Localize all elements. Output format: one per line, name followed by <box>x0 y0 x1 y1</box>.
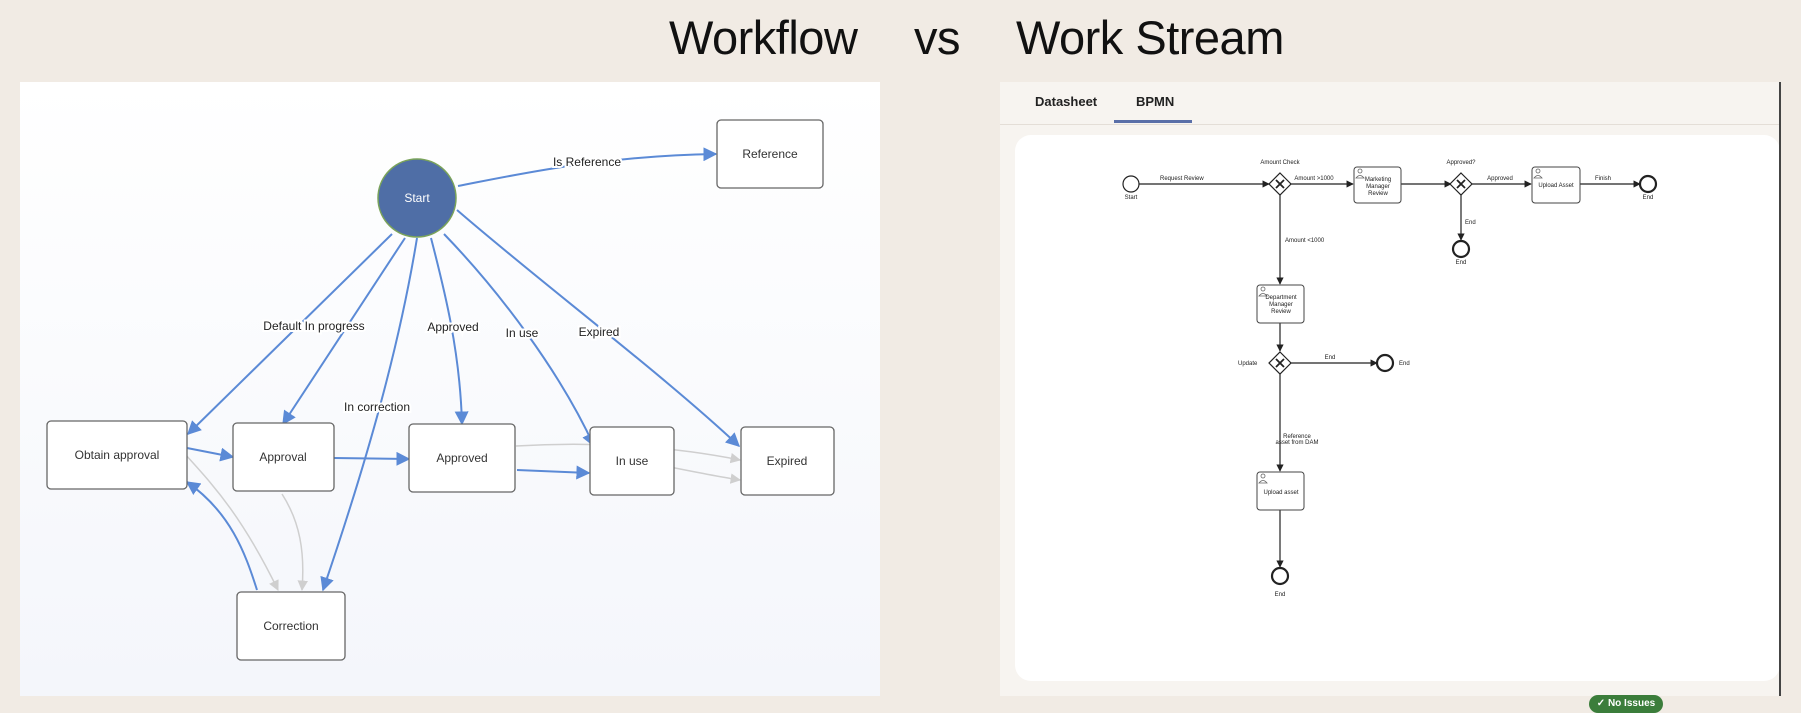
gateway-update-x-icon <box>1275 358 1285 368</box>
tab-datasheet[interactable]: Datasheet <box>1035 94 1098 109</box>
task-marketing-review[interactable] <box>1353 166 1402 204</box>
edge-start-to-reference <box>457 147 718 187</box>
label-default-in-progress: Default In progress <box>263 319 364 333</box>
node-correction[interactable] <box>236 591 346 661</box>
node-approved[interactable] <box>408 423 516 493</box>
title-workflow: Workflow <box>669 11 858 64</box>
title-vs: vs <box>914 11 961 64</box>
label-amount-lt-1000: Amount <1000 <box>1285 238 1325 244</box>
bpmn-end-event-update[interactable] <box>1375 353 1395 373</box>
start-node[interactable] <box>377 158 457 238</box>
node-expired[interactable] <box>740 426 835 496</box>
status-badge-label: No Issues <box>1607 698 1656 709</box>
label-end-flow: End <box>1465 220 1476 226</box>
label-approved-question: Approved? <box>1446 160 1476 166</box>
workflow-panel: Is Reference Default In progress Approve… <box>20 82 880 696</box>
bpmn-end-event-final[interactable] <box>1270 566 1290 586</box>
edge-approved-to-inuse <box>516 465 591 480</box>
bpmn-start-event[interactable] <box>1122 175 1140 193</box>
node-correction-label: Correction <box>263 619 318 633</box>
node-expired-label: Expired <box>767 454 808 468</box>
bpmn-end-event-rejected[interactable] <box>1451 239 1471 259</box>
node-approval-label: Approval <box>259 450 306 464</box>
label-request-review: Request Review <box>1160 176 1204 182</box>
label-update: Update <box>1238 361 1258 367</box>
label-amount-check: Amount Check <box>1260 160 1300 166</box>
label-reference-line-1: Reference <box>1283 434 1311 440</box>
department-review-line-1: Department <box>1265 295 1297 301</box>
edge-obtain-to-approval <box>186 447 235 462</box>
user-task-icon <box>1355 168 1365 179</box>
marketing-review-line-3: Review <box>1368 191 1388 197</box>
workflow-diagram: Is Reference Default In progress Approve… <box>46 119 835 661</box>
node-approved-label: Approved <box>436 451 487 465</box>
department-review-line-2: Manager <box>1269 302 1293 308</box>
node-obtain-approval[interactable] <box>46 420 188 490</box>
label-in-correction: In correction <box>344 400 410 414</box>
upload-asset-top-label: Upload Asset <box>1538 183 1574 189</box>
label-end-flow-update: End <box>1325 355 1336 361</box>
edge-correction-to-obtain <box>185 481 258 591</box>
check-icon: ✓ <box>1596 698 1606 709</box>
edge-approval-to-approved <box>333 451 411 466</box>
bpmn-canvas: Marketing Manager Review Upload Asset De… <box>1015 135 1780 713</box>
edge-start-to-expired <box>456 209 741 447</box>
status-badge[interactable]: ✓ No Issues <box>1589 695 1663 713</box>
gateway-approved-x-icon <box>1456 179 1466 189</box>
label-start-event: Start <box>1125 195 1138 201</box>
marketing-review-line-2: Manager <box>1366 184 1390 190</box>
department-review-line-3: Review <box>1271 309 1291 315</box>
title-work-stream: Work Stream <box>1016 11 1284 64</box>
panel-divider <box>1779 82 1781 696</box>
edge-start-to-approval <box>282 237 406 426</box>
start-label: Start <box>404 191 430 205</box>
edge-start-to-obtain <box>187 233 393 435</box>
node-approval[interactable] <box>232 422 335 492</box>
edge-start-to-correction <box>320 237 418 592</box>
workstream-panel: Datasheet BPMN <box>1000 82 1780 713</box>
edge-start-to-approved <box>430 237 469 426</box>
marketing-review-line-1: Marketing <box>1365 177 1391 183</box>
label-end-finish: End <box>1643 195 1654 201</box>
label-end-update: End <box>1399 361 1410 367</box>
gateway-amount-check-x-icon <box>1275 179 1285 189</box>
user-task-icon <box>1533 168 1543 179</box>
label-reference-line-2: asset from DAM <box>1275 440 1318 446</box>
tab-bpmn[interactable]: BPMN <box>1136 94 1175 109</box>
user-task-icon <box>1258 473 1268 484</box>
label-finish: Finish <box>1595 176 1611 182</box>
bpmn-diagram: Marketing Manager Review Upload Asset De… <box>1122 160 1658 598</box>
edge-start-to-inuse <box>443 233 596 448</box>
node-reference-label: Reference <box>742 147 798 161</box>
label-approved-edge: Approved <box>427 320 478 334</box>
user-task-icon <box>1258 286 1268 297</box>
task-department-review[interactable] <box>1256 284 1305 324</box>
node-obtain-approval-label: Obtain approval <box>75 448 160 462</box>
node-in-use[interactable] <box>589 426 675 496</box>
label-expired-edge: Expired <box>579 325 620 339</box>
tab-bar: Datasheet BPMN <box>1000 82 1780 125</box>
label-end-final: End <box>1275 592 1286 598</box>
bpmn-end-event-finish[interactable] <box>1638 174 1658 194</box>
active-tab-indicator <box>1114 120 1192 123</box>
edge-approval-to-correction <box>281 493 308 592</box>
task-upload-asset-bottom[interactable] <box>1256 471 1305 511</box>
edge-obtain-to-correction <box>184 453 279 591</box>
node-in-use-label: In use <box>616 454 649 468</box>
label-in-use-edge: In use <box>506 326 539 340</box>
upload-asset-bottom-label: Upload asset <box>1263 490 1298 496</box>
node-reference[interactable] <box>716 119 824 189</box>
label-amount-gt-1000: Amount >1000 <box>1294 176 1334 182</box>
task-upload-asset-top[interactable] <box>1531 166 1581 204</box>
label-approved-flow: Approved <box>1487 176 1513 182</box>
label-end-rejected: End <box>1456 260 1467 266</box>
label-is-reference: Is Reference <box>553 155 621 169</box>
